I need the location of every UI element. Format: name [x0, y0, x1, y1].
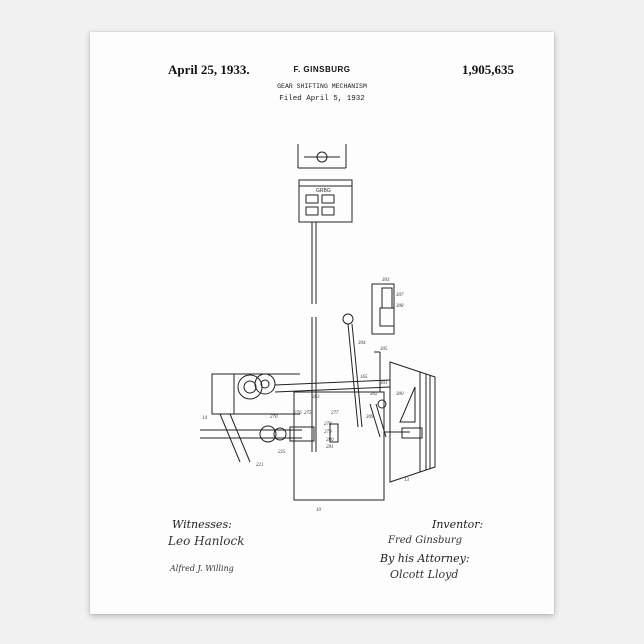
witnesses-label: Witnesses:	[172, 518, 232, 531]
inventor-label: Inventor:	[432, 518, 484, 531]
flange-assembly	[389, 361, 436, 483]
upper-tube	[371, 283, 395, 335]
mechanism-drawing: GRBG	[200, 144, 436, 513]
ref-165: 165	[360, 375, 368, 380]
ref-301: 301	[380, 381, 388, 386]
witness-2-signature: Alfred J. Willing	[170, 564, 234, 573]
inventor-signature: Fred Ginsburg	[388, 535, 462, 546]
ref-280: 280	[326, 438, 334, 443]
witness-1-signature: Leo Hanlock	[168, 534, 245, 548]
ref-308: 308	[396, 304, 404, 309]
ref-307: 307	[396, 293, 404, 298]
ref-279: 279	[324, 430, 332, 435]
ref-276: 276	[294, 411, 302, 416]
ref-302: 302	[370, 392, 378, 397]
inventor-name: F. GINSBURG	[293, 65, 351, 74]
gear-train	[200, 373, 391, 463]
panel-label: GRBG	[316, 188, 331, 194]
ref-263: 263	[312, 395, 320, 400]
attorney-label: By his Attorney:	[380, 552, 470, 565]
lever-knob	[342, 313, 354, 325]
housing	[293, 391, 385, 501]
attorney-signature: Olcott Lloyd	[390, 568, 459, 581]
filed-date: Filed April 5, 1932	[279, 95, 365, 103]
ref-275: 275	[304, 411, 312, 416]
patent-date: April 25, 1933.	[168, 62, 250, 77]
ref-225: 225	[278, 450, 286, 455]
ref-278: 278	[324, 422, 332, 427]
ref-300: 300	[396, 392, 404, 397]
ref-10: 10	[316, 508, 322, 513]
patent-poster: April 25, 1933. F. GINSBURG 1,905,635 GE…	[90, 32, 554, 614]
ref-309: 309	[366, 415, 374, 420]
ref-14: 14	[202, 416, 208, 421]
patent-number: 1,905,635	[462, 62, 514, 77]
patent-title: GEAR SHIFTING MECHANISM	[277, 83, 367, 90]
ref-304: 304	[358, 341, 366, 346]
ref-303: 303	[382, 278, 390, 283]
ref-277: 277	[331, 411, 339, 416]
top-bracket	[297, 144, 347, 169]
right-linkage	[369, 399, 423, 439]
ref-221: 221	[256, 463, 264, 468]
ref-305: 305	[380, 347, 388, 352]
ref-281: 281	[326, 445, 334, 450]
ref-13: 13	[404, 478, 410, 483]
ref-270: 270	[270, 415, 278, 420]
control-panel: GRBG	[298, 179, 353, 223]
